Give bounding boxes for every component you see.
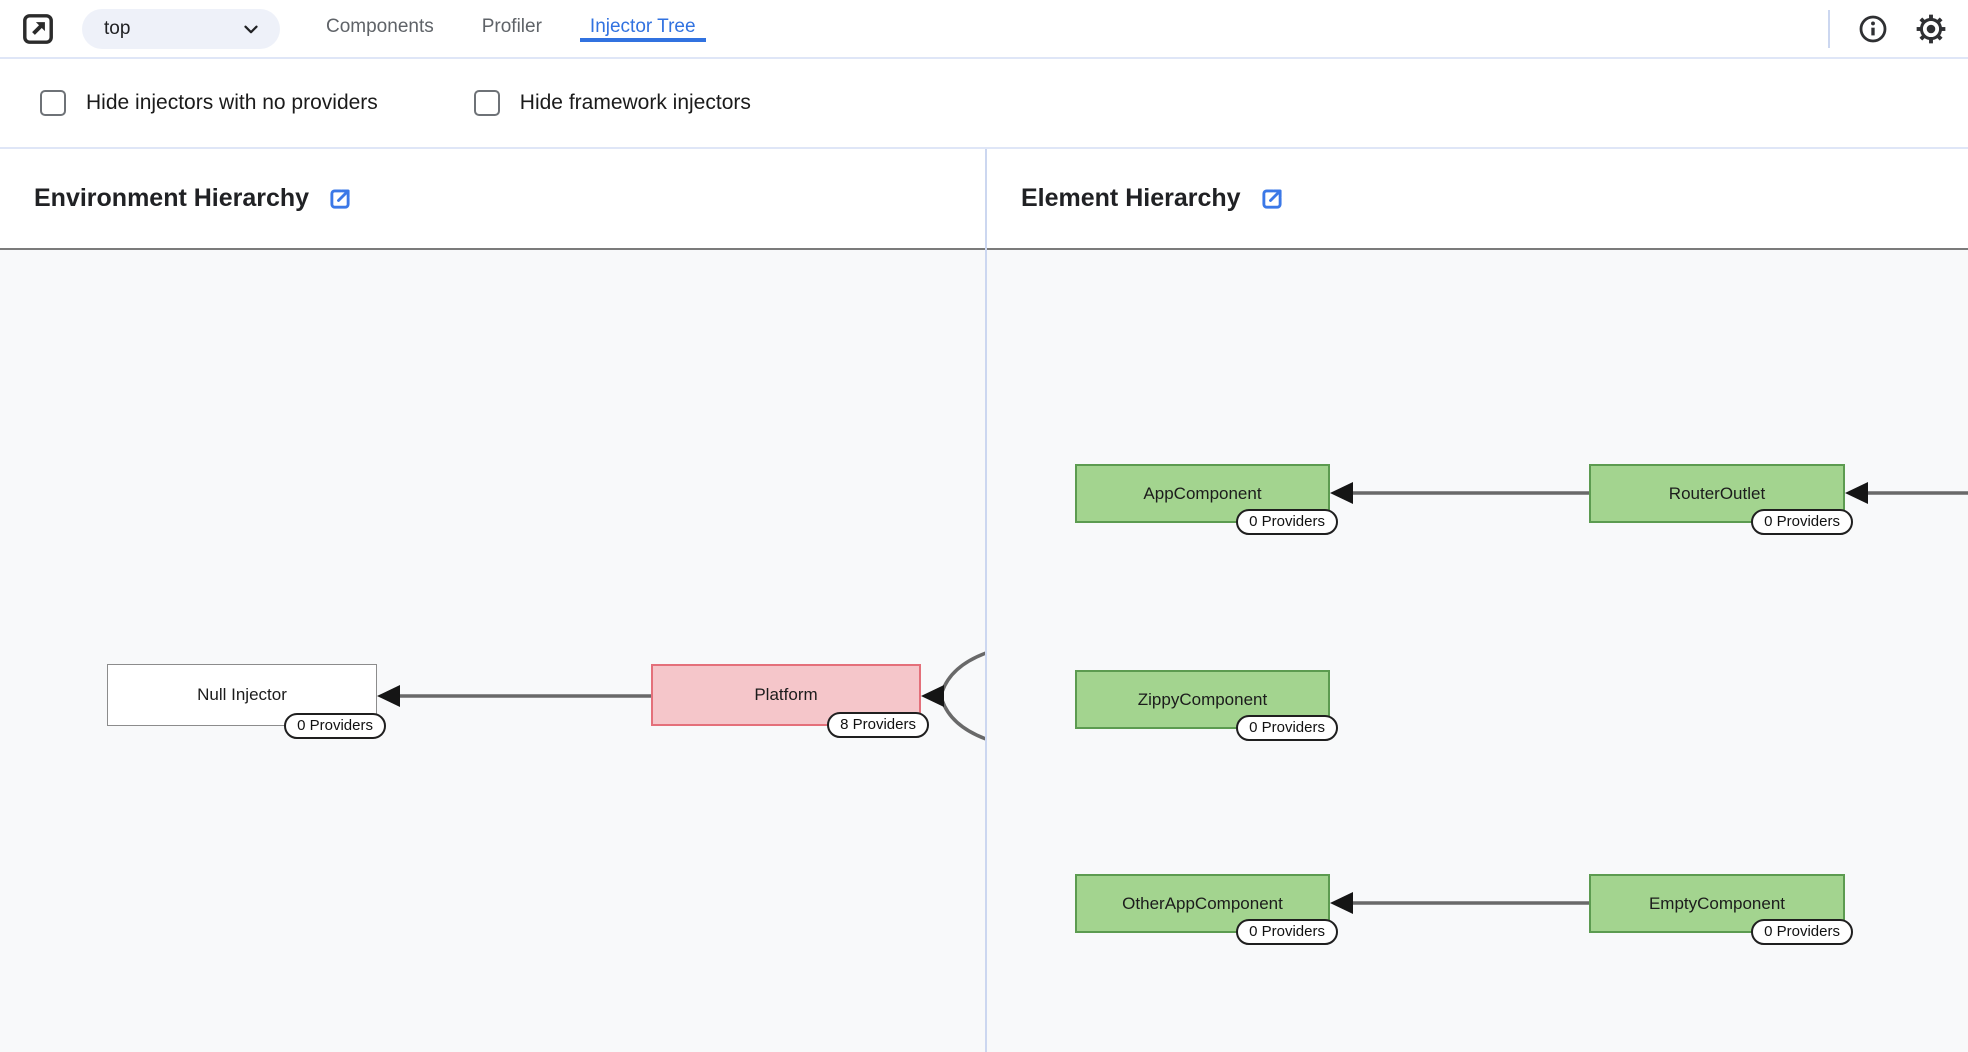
node-label: EmptyComponent xyxy=(1648,893,1786,913)
open-in-new-icon xyxy=(330,188,350,209)
providers-badge: 0 Providers xyxy=(1751,509,1853,535)
hide-framework-label: Hide framework injectors xyxy=(519,91,751,114)
injector-node-routeroutlet[interactable]: RouterOutlet 0 Providers xyxy=(1589,464,1853,535)
element-hierarchy-title: Element Hierarchy xyxy=(1021,184,1241,212)
environment-hierarchy-pane: Environment Hierarchy Null Injector 0 Pr… xyxy=(0,149,985,1052)
node-label: ZippyComponent xyxy=(1137,689,1268,709)
node-label: Null Injector xyxy=(197,685,287,704)
inspect-icon xyxy=(23,13,53,44)
providers-badge: 0 Providers xyxy=(1236,919,1338,945)
element-hierarchy-pane: Element Hierarchy AppComponent 0 Provide… xyxy=(987,149,1968,1052)
node-label: Platform xyxy=(754,685,818,704)
providers-badge: 0 Providers xyxy=(1236,715,1338,741)
hide-framework-checkbox[interactable] xyxy=(473,90,500,116)
providers-badge: 0 Providers xyxy=(1236,509,1338,535)
environment-hierarchy-header: Environment Hierarchy xyxy=(0,149,985,248)
arrowhead-to-appcomponent xyxy=(1330,482,1353,504)
element-edges xyxy=(1330,482,1968,914)
injector-node-appcomponent[interactable]: AppComponent 0 Providers xyxy=(1075,464,1338,535)
info-icon xyxy=(1859,15,1887,42)
arrowhead-to-otherappcomponent xyxy=(1330,892,1353,914)
environment-hierarchy-graph: Null Injector 0 Providers Platform 8 Pro… xyxy=(0,248,985,1052)
edge-child-to-platform-upper xyxy=(940,651,985,693)
hide-no-providers-label: Hide injectors with no providers xyxy=(86,91,378,114)
edge-child-to-platform-lower xyxy=(940,699,985,741)
injector-node-null-injector[interactable]: Null Injector 0 Providers xyxy=(107,664,386,739)
environment-edges xyxy=(377,651,985,741)
node-label: AppComponent xyxy=(1143,483,1262,503)
frame-selector-dropdown[interactable]: top xyxy=(82,8,280,49)
environment-hierarchy-title: Environment Hierarchy xyxy=(34,184,310,212)
filter-hide-no-providers[interactable]: Hide injectors with no providers xyxy=(40,90,378,116)
injector-node-otherappcomponent[interactable]: OtherAppComponent 0 Providers xyxy=(1075,874,1338,945)
arrowhead-to-routeroutlet xyxy=(1845,482,1868,504)
gear-icon xyxy=(1916,14,1946,43)
providers-badge: 0 Providers xyxy=(1751,919,1853,945)
node-label: RouterOutlet xyxy=(1668,483,1766,503)
tab-components[interactable]: Components xyxy=(326,15,434,37)
injector-node-emptycomponent[interactable]: EmptyComponent 0 Providers xyxy=(1589,874,1853,945)
inspect-element-button[interactable] xyxy=(20,11,56,47)
tab-bar: Components Profiler Injector Tree xyxy=(316,16,734,42)
element-open-in-new-button[interactable] xyxy=(1257,184,1287,214)
frame-selector-value: top xyxy=(104,17,131,39)
hide-no-providers-checkbox[interactable] xyxy=(40,90,66,116)
filter-hide-framework[interactable]: Hide framework injectors xyxy=(473,90,751,116)
open-in-new-icon xyxy=(1261,188,1282,209)
arrowhead-to-platform xyxy=(921,685,944,707)
element-hierarchy-header: Element Hierarchy xyxy=(987,149,1968,248)
environment-open-in-new-button[interactable] xyxy=(325,184,355,214)
toolbar: top Components Profiler Injector Tree xyxy=(0,0,1968,59)
arrowhead-to-null-injector xyxy=(377,685,400,707)
element-hierarchy-graph: AppComponent 0 Providers RouterOutlet 0 … xyxy=(987,248,1968,1052)
info-button[interactable] xyxy=(1854,10,1892,48)
tab-profiler[interactable]: Profiler xyxy=(481,15,542,37)
providers-badge: 8 Providers xyxy=(827,712,929,738)
tab-injector-tree[interactable]: Injector Tree xyxy=(579,16,706,42)
providers-badge: 0 Providers xyxy=(284,713,386,739)
injector-node-zippycomponent[interactable]: ZippyComponent 0 Providers xyxy=(1075,670,1338,741)
filters-row: Hide injectors with no providers Hide fr… xyxy=(0,59,1968,149)
pane-divider xyxy=(985,149,987,1052)
toolbar-divider xyxy=(1828,9,1830,48)
injector-tree-content: Environment Hierarchy Null Injector 0 Pr… xyxy=(0,149,1968,1052)
chevron-down-icon xyxy=(244,25,258,33)
node-label: OtherAppComponent xyxy=(1122,893,1283,913)
injector-node-platform[interactable]: Platform 8 Providers xyxy=(651,664,929,738)
settings-button[interactable] xyxy=(1912,10,1950,48)
